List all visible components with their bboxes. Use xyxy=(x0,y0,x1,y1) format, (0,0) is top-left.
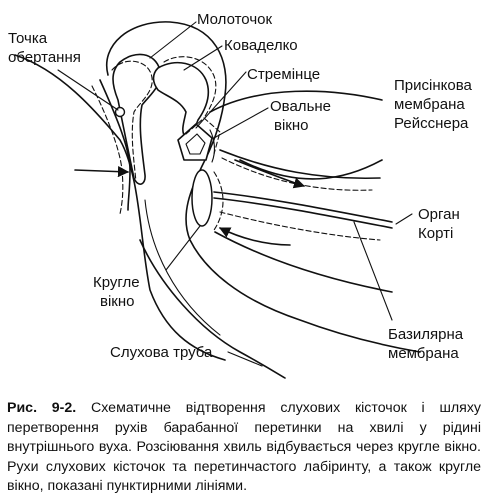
middle-ear-cavity xyxy=(105,21,421,353)
cochlea-lower-wall xyxy=(214,231,393,293)
pivot-point-label: Точка обертання xyxy=(8,30,81,66)
return-arrow xyxy=(218,227,291,246)
stapes-moved xyxy=(185,117,221,155)
reissner-membrane xyxy=(219,149,381,180)
basilar-membrane xyxy=(213,191,393,223)
tympanic-membrane-moved xyxy=(91,85,124,215)
organ-of-corti xyxy=(213,197,393,229)
eustachian-tube-wall xyxy=(139,239,286,379)
sound-input-arrow xyxy=(74,166,130,178)
round-window-label: Кругле вікно xyxy=(93,274,144,310)
reissner-membrane-label: Присінкова мембрана Рейсснера xyxy=(394,77,476,132)
leader-incus xyxy=(183,45,223,71)
incus-label: Коваделко xyxy=(224,37,298,54)
oval-window xyxy=(209,129,215,163)
tympanic-membrane xyxy=(99,79,131,211)
malleus-moved xyxy=(111,60,153,183)
basilar-membrane-moved xyxy=(219,211,381,241)
leader-round-window xyxy=(165,225,201,271)
leader-pivot xyxy=(57,69,119,111)
stapes-label: Стремінце xyxy=(247,66,320,83)
reissner-membrane-moved xyxy=(221,157,373,191)
leader-eustachian xyxy=(227,351,263,367)
eustachian-tube-label: Слухова труба xyxy=(110,344,213,361)
wave-arrow xyxy=(234,159,306,189)
cochlea-upper-wall xyxy=(209,90,383,113)
ear-canal-wall xyxy=(14,54,226,361)
figure-caption: Рис. 9-2. Схематичне відтворення слухови… xyxy=(7,399,481,497)
malleus-label: Молоточок xyxy=(197,11,272,28)
leader-malleus xyxy=(149,21,197,59)
leader-organ-of-corti xyxy=(395,213,413,225)
oval-window-label: Овальне вікно xyxy=(270,98,335,134)
cochlea-outer-wall xyxy=(239,159,383,180)
figure-number: Рис. 9-2. xyxy=(7,400,77,416)
incus-moved xyxy=(163,56,217,119)
leader-stapes xyxy=(195,71,247,129)
organ-of-corti-label: Орган Корті xyxy=(418,206,464,242)
leader-oval-window xyxy=(213,107,269,139)
stapes-inner xyxy=(185,133,206,155)
round-window-moved xyxy=(213,171,224,231)
basilar-membrane-label: Базилярна мембрана xyxy=(388,326,467,362)
round-window xyxy=(191,169,213,227)
leader-basilar xyxy=(353,221,393,321)
caption-text: Схематичне відтворення слухових кісточок… xyxy=(7,400,482,494)
eustachian-tube-inner xyxy=(144,199,221,336)
